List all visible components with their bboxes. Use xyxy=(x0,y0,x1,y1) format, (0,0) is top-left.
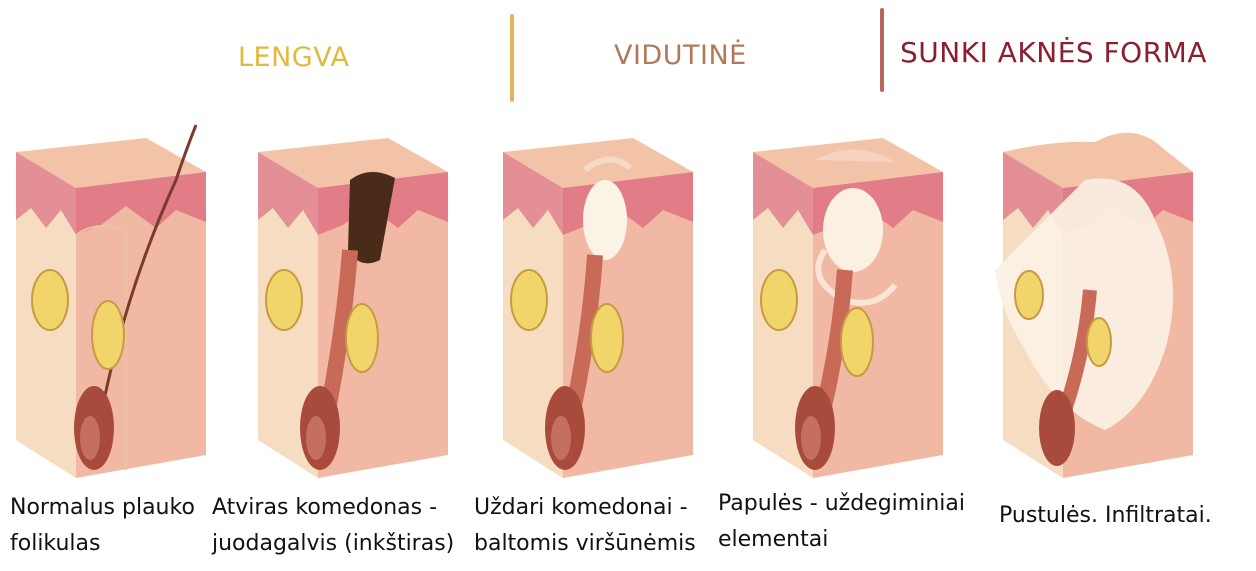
caption-normal-follicle: Normalus plauko folikulas xyxy=(10,490,195,562)
severity-label-severe: SUNKI AKNĖS FORMA xyxy=(900,36,1207,69)
severity-header: LENGVA VIDUTINĖ SUNKI AKNĖS FORMA xyxy=(0,0,1256,110)
caption-line: Atviras komedonas - xyxy=(212,490,454,526)
caption-line: elementai xyxy=(718,522,965,558)
caption-closed-comedone: Uždari komedonai - baltomis viršūnėmis xyxy=(474,490,696,562)
caption-line: juodagalvis (inkštiras) xyxy=(212,526,454,562)
caption-line: Uždari komedonai - xyxy=(474,490,696,526)
caption-pustule: Pustulės. Infiltratai. xyxy=(999,498,1212,534)
caption-line: folikulas xyxy=(10,526,195,562)
divider-mild-moderate xyxy=(510,14,514,102)
caption-line: Papulės - uždegiminiai xyxy=(718,486,965,522)
papule-illustration xyxy=(745,110,995,480)
caption-open-comedone: Atviras komedonas - juodagalvis (inkštir… xyxy=(212,490,454,562)
caption-line: baltomis viršūnėmis xyxy=(474,526,696,562)
severity-label-moderate: VIDUTINĖ xyxy=(614,40,747,71)
closed-comedone-illustration xyxy=(495,110,745,480)
caption-line: Normalus plauko xyxy=(10,490,195,526)
caption-papule: Papulės - uždegiminiai elementai xyxy=(718,486,965,558)
skin-section-illustrations xyxy=(0,110,1256,480)
normal-hair-follicle-illustration xyxy=(6,110,256,480)
severity-label-mild: LENGVA xyxy=(238,42,349,73)
divider-moderate-severe xyxy=(880,8,884,92)
open-comedone-illustration xyxy=(250,110,500,480)
caption-line: Pustulės. Infiltratai. xyxy=(999,498,1212,534)
pustule-illustration xyxy=(995,110,1245,480)
